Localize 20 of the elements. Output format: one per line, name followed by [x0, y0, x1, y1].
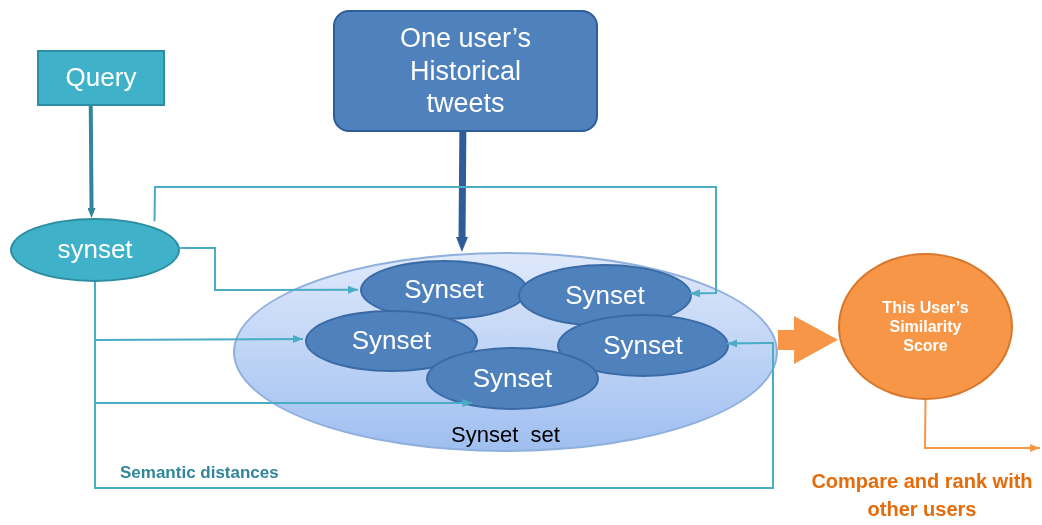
node-label: One user’s Historical tweets: [398, 22, 533, 120]
node-label: Synset: [404, 274, 484, 306]
note-text: Compare and rank with other users: [810, 469, 1034, 522]
node-label: This User’s Similarity Score: [881, 297, 970, 356]
node-label: Synset: [472, 362, 553, 395]
arrow: [777, 315, 838, 364]
edge-group-label: Semantic distances: [120, 462, 280, 484]
node-label: Synset: [565, 279, 645, 312]
node-label: synset: [57, 234, 133, 266]
node-label: Synset set: [451, 421, 560, 448]
arrow: [87, 106, 96, 218]
node-label: Synset: [351, 325, 432, 357]
arrow: [924, 399, 1041, 452]
process-box: [37, 50, 165, 106]
node-label: Synset: [603, 329, 683, 362]
arrow: [153, 186, 717, 298]
arrow: [455, 131, 469, 252]
process-box: [333, 10, 598, 132]
node-label: Query: [65, 62, 137, 94]
arrow: [179, 247, 359, 294]
